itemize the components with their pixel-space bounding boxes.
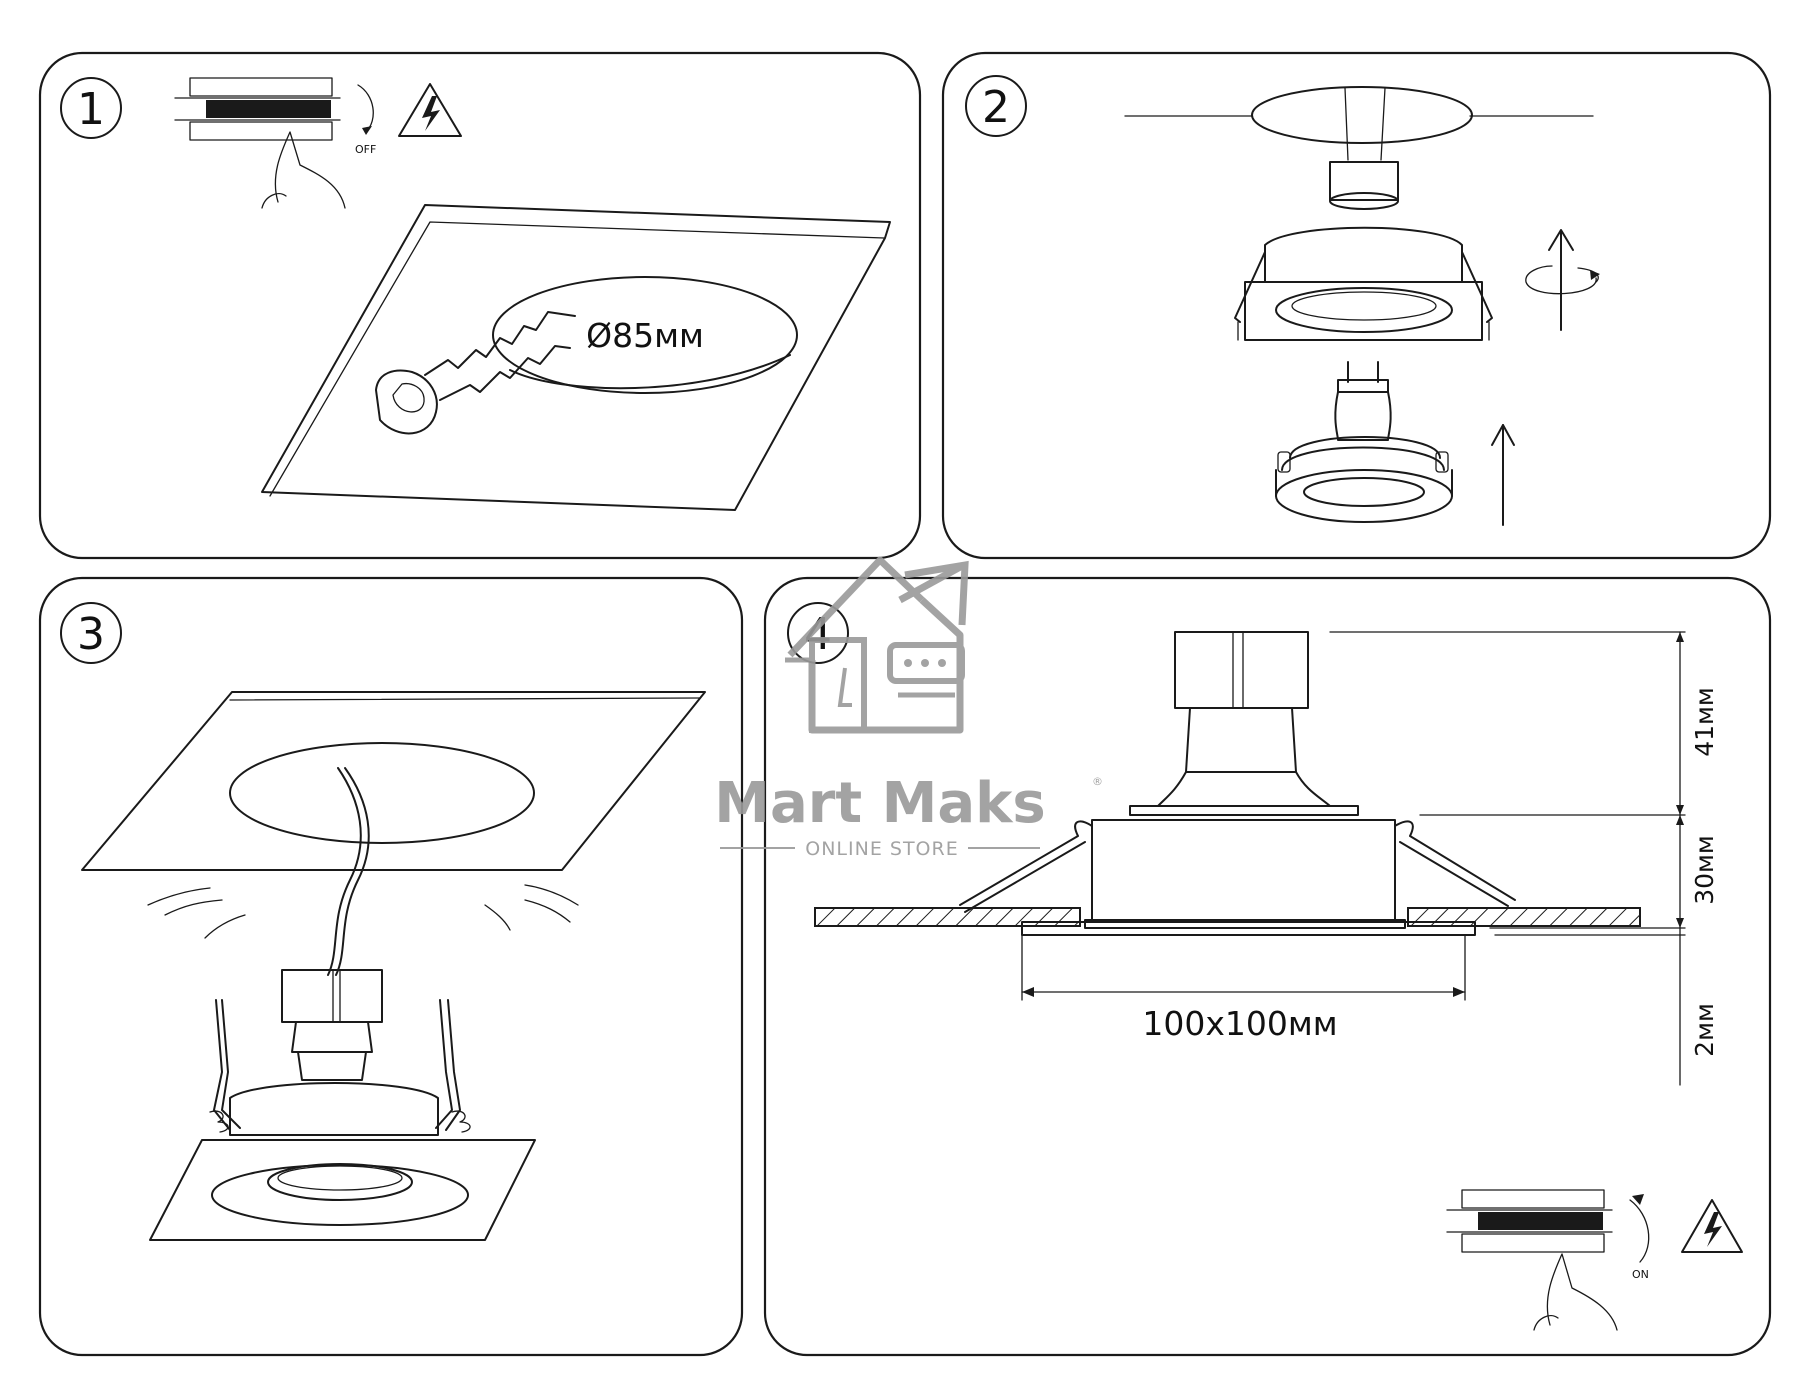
panel-step-1: 1 OFF Ø85мм bbox=[38, 51, 922, 560]
panel-step-2: 2 bbox=[941, 51, 1772, 560]
panel-step-3: 3 bbox=[38, 576, 744, 1357]
height-30-label: 30мм bbox=[1690, 835, 1719, 905]
switch-state-on: ON bbox=[1632, 1268, 1649, 1281]
height-dimensions: 41мм 30мм 2мм bbox=[1329, 631, 1719, 1086]
electric-hazard-icon bbox=[398, 83, 462, 137]
circuit-breaker-on-icon: ON bbox=[1446, 1189, 1650, 1331]
switch-state-off: OFF bbox=[355, 143, 376, 156]
hole-saw-tool bbox=[375, 311, 576, 435]
frame-size-label: 100x100мм bbox=[1142, 1004, 1337, 1043]
fixture-side-view bbox=[959, 631, 1516, 936]
gu10-lamp-module bbox=[1275, 361, 1453, 523]
house-logo-icon bbox=[785, 556, 969, 734]
step-number-3: 3 bbox=[77, 609, 105, 660]
spring-motion-marks-icon bbox=[147, 884, 579, 939]
ceiling-opening bbox=[1124, 86, 1594, 161]
ceiling-panel-with-hole bbox=[81, 691, 706, 871]
insert-up-arrow-icon bbox=[1491, 424, 1515, 526]
square-frame bbox=[1234, 226, 1493, 341]
watermark-registered: ® bbox=[1092, 775, 1103, 788]
step-number-1: 1 bbox=[77, 84, 105, 135]
ceiling-section-hatched bbox=[814, 907, 1641, 927]
step-number-2: 2 bbox=[982, 82, 1010, 133]
supply-wire bbox=[327, 767, 370, 976]
rotate-insert-arrow-icon bbox=[1525, 229, 1600, 331]
ceiling-panel bbox=[261, 204, 891, 511]
watermark-brand: Mart Maks bbox=[714, 771, 1046, 836]
circuit-breaker-off-icon: OFF bbox=[174, 77, 376, 209]
electric-hazard-icon-2 bbox=[1681, 1199, 1743, 1253]
panel-step-4: 4 100x bbox=[763, 576, 1772, 1357]
watermark-tagline: ONLINE STORE bbox=[805, 838, 958, 860]
height-2-label: 2мм bbox=[1690, 1003, 1719, 1057]
height-41-label: 41мм bbox=[1690, 687, 1719, 757]
fixture-assembly bbox=[149, 969, 536, 1241]
frame-width-dimension: 100x100мм bbox=[1021, 934, 1466, 1043]
cut-hole: Ø85мм bbox=[492, 276, 798, 394]
hole-diameter-label: Ø85мм bbox=[586, 316, 704, 355]
terminal-connector bbox=[1329, 161, 1399, 210]
watermark: Mart Maks ® ONLINE STORE bbox=[714, 556, 1103, 860]
